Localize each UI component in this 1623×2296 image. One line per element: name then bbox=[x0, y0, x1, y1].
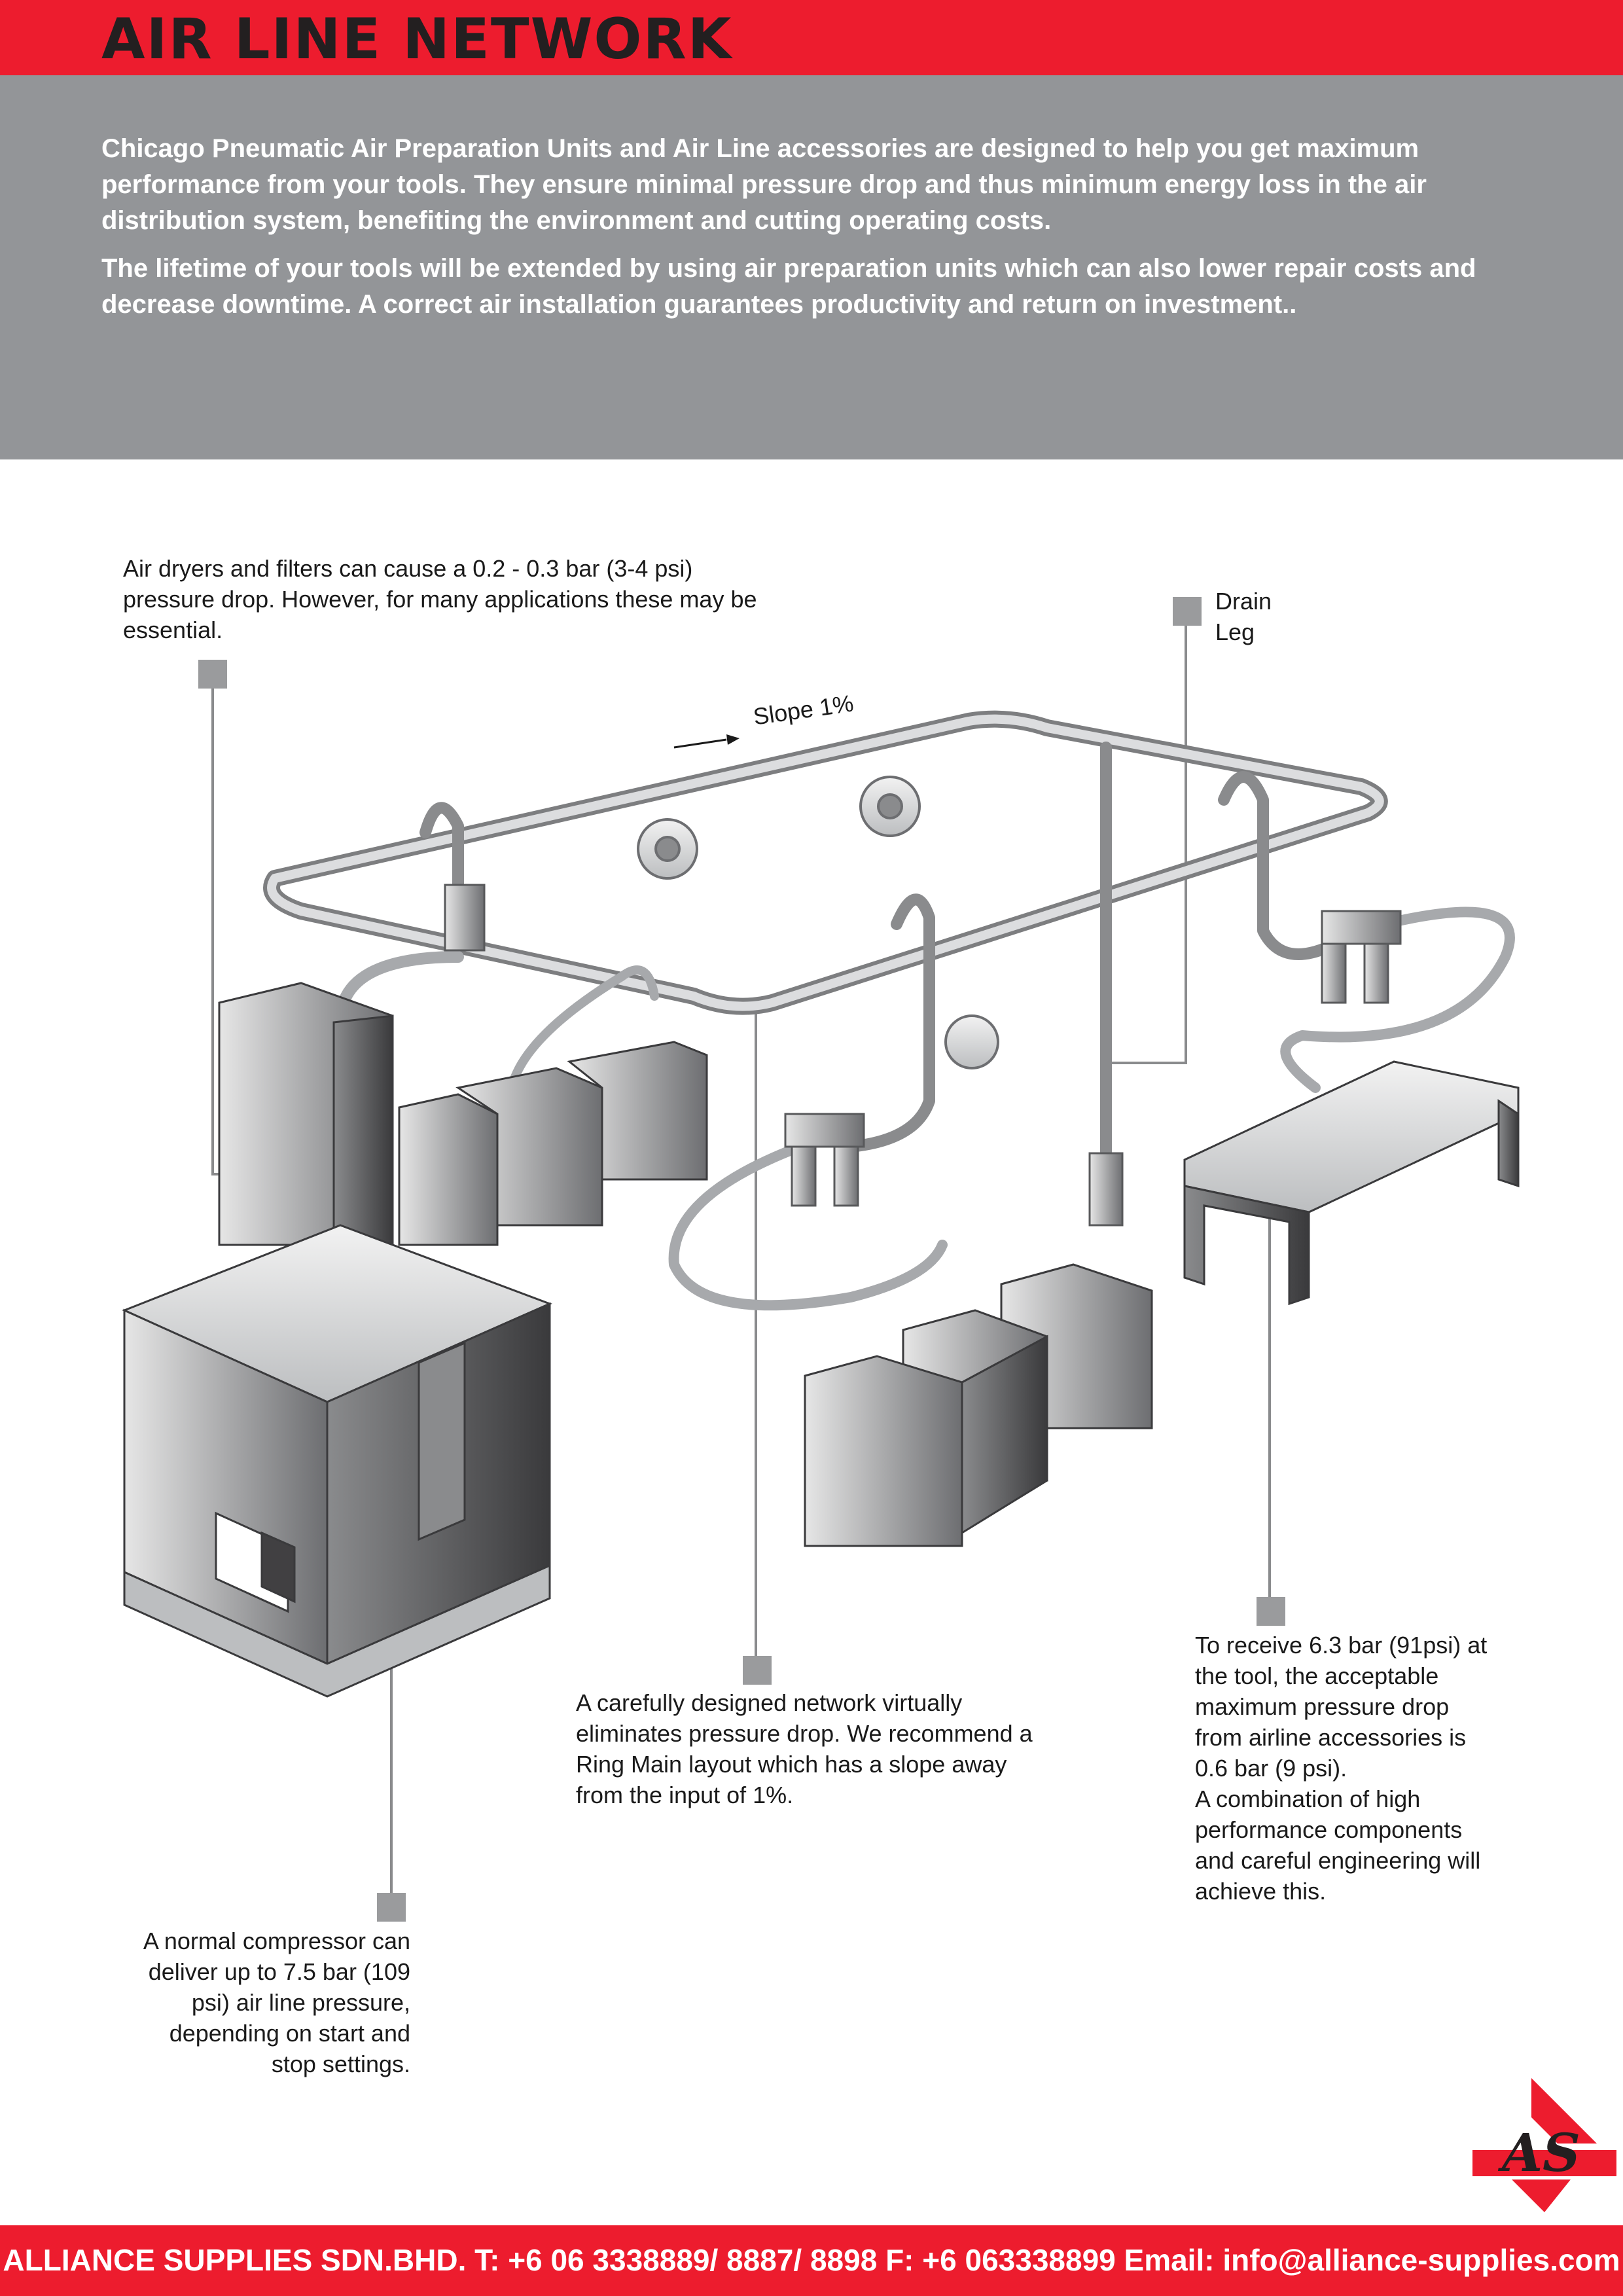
ring-main-pipe bbox=[263, 710, 1515, 1311]
intro-band bbox=[0, 75, 1623, 459]
intro-text: Chicago Pneumatic Air Preparation Units … bbox=[101, 131, 1522, 334]
footer-band bbox=[0, 2225, 1623, 2296]
workbench bbox=[1183, 1060, 1520, 1306]
frl-units bbox=[444, 884, 1402, 1227]
logo-lettering: AS bbox=[1497, 2122, 1580, 2183]
callout-network: A carefully designed network virtually e… bbox=[576, 1689, 1033, 1808]
intro-paragraph-2: The lifetime of your tools will be exten… bbox=[101, 254, 1476, 319]
slope-arrow bbox=[673, 734, 740, 749]
page-title: AIR LINE NETWORK bbox=[101, 7, 733, 72]
alliance-supplies-logo: AS bbox=[1472, 2078, 1616, 2212]
machines-left bbox=[218, 982, 708, 1246]
callout-dryers: Air dryers and filters can cause a 0.2 -… bbox=[123, 555, 757, 643]
callout-compressor: A normal compressor can deliver up to 7.… bbox=[143, 1928, 410, 2077]
callout-tool-pressure-a: To receive 6.3 bar (91psi) at the tool, … bbox=[1195, 1632, 1488, 1782]
leader-markers bbox=[198, 597, 1285, 1922]
header-band bbox=[0, 0, 1623, 75]
callout-drain-leg: Drain Leg bbox=[1215, 588, 1272, 645]
callout-tool-pressure-b: A combination of high performance compon… bbox=[1195, 1785, 1481, 1905]
compressor bbox=[122, 1224, 552, 1698]
intro-paragraph-1: Chicago Pneumatic Air Preparation Units … bbox=[101, 134, 1427, 235]
air-network-diagram bbox=[122, 597, 1520, 1922]
cabinets bbox=[804, 1263, 1153, 1547]
hose-reels bbox=[637, 776, 999, 1069]
footer-contact-text: ALLIANCE SUPPLIES SDN.BHD. T: +6 06 3338… bbox=[3, 2243, 1620, 2277]
callout-tool-pressure: To receive 6.3 bar (91psi) at the tool, … bbox=[1195, 1630, 1493, 1907]
